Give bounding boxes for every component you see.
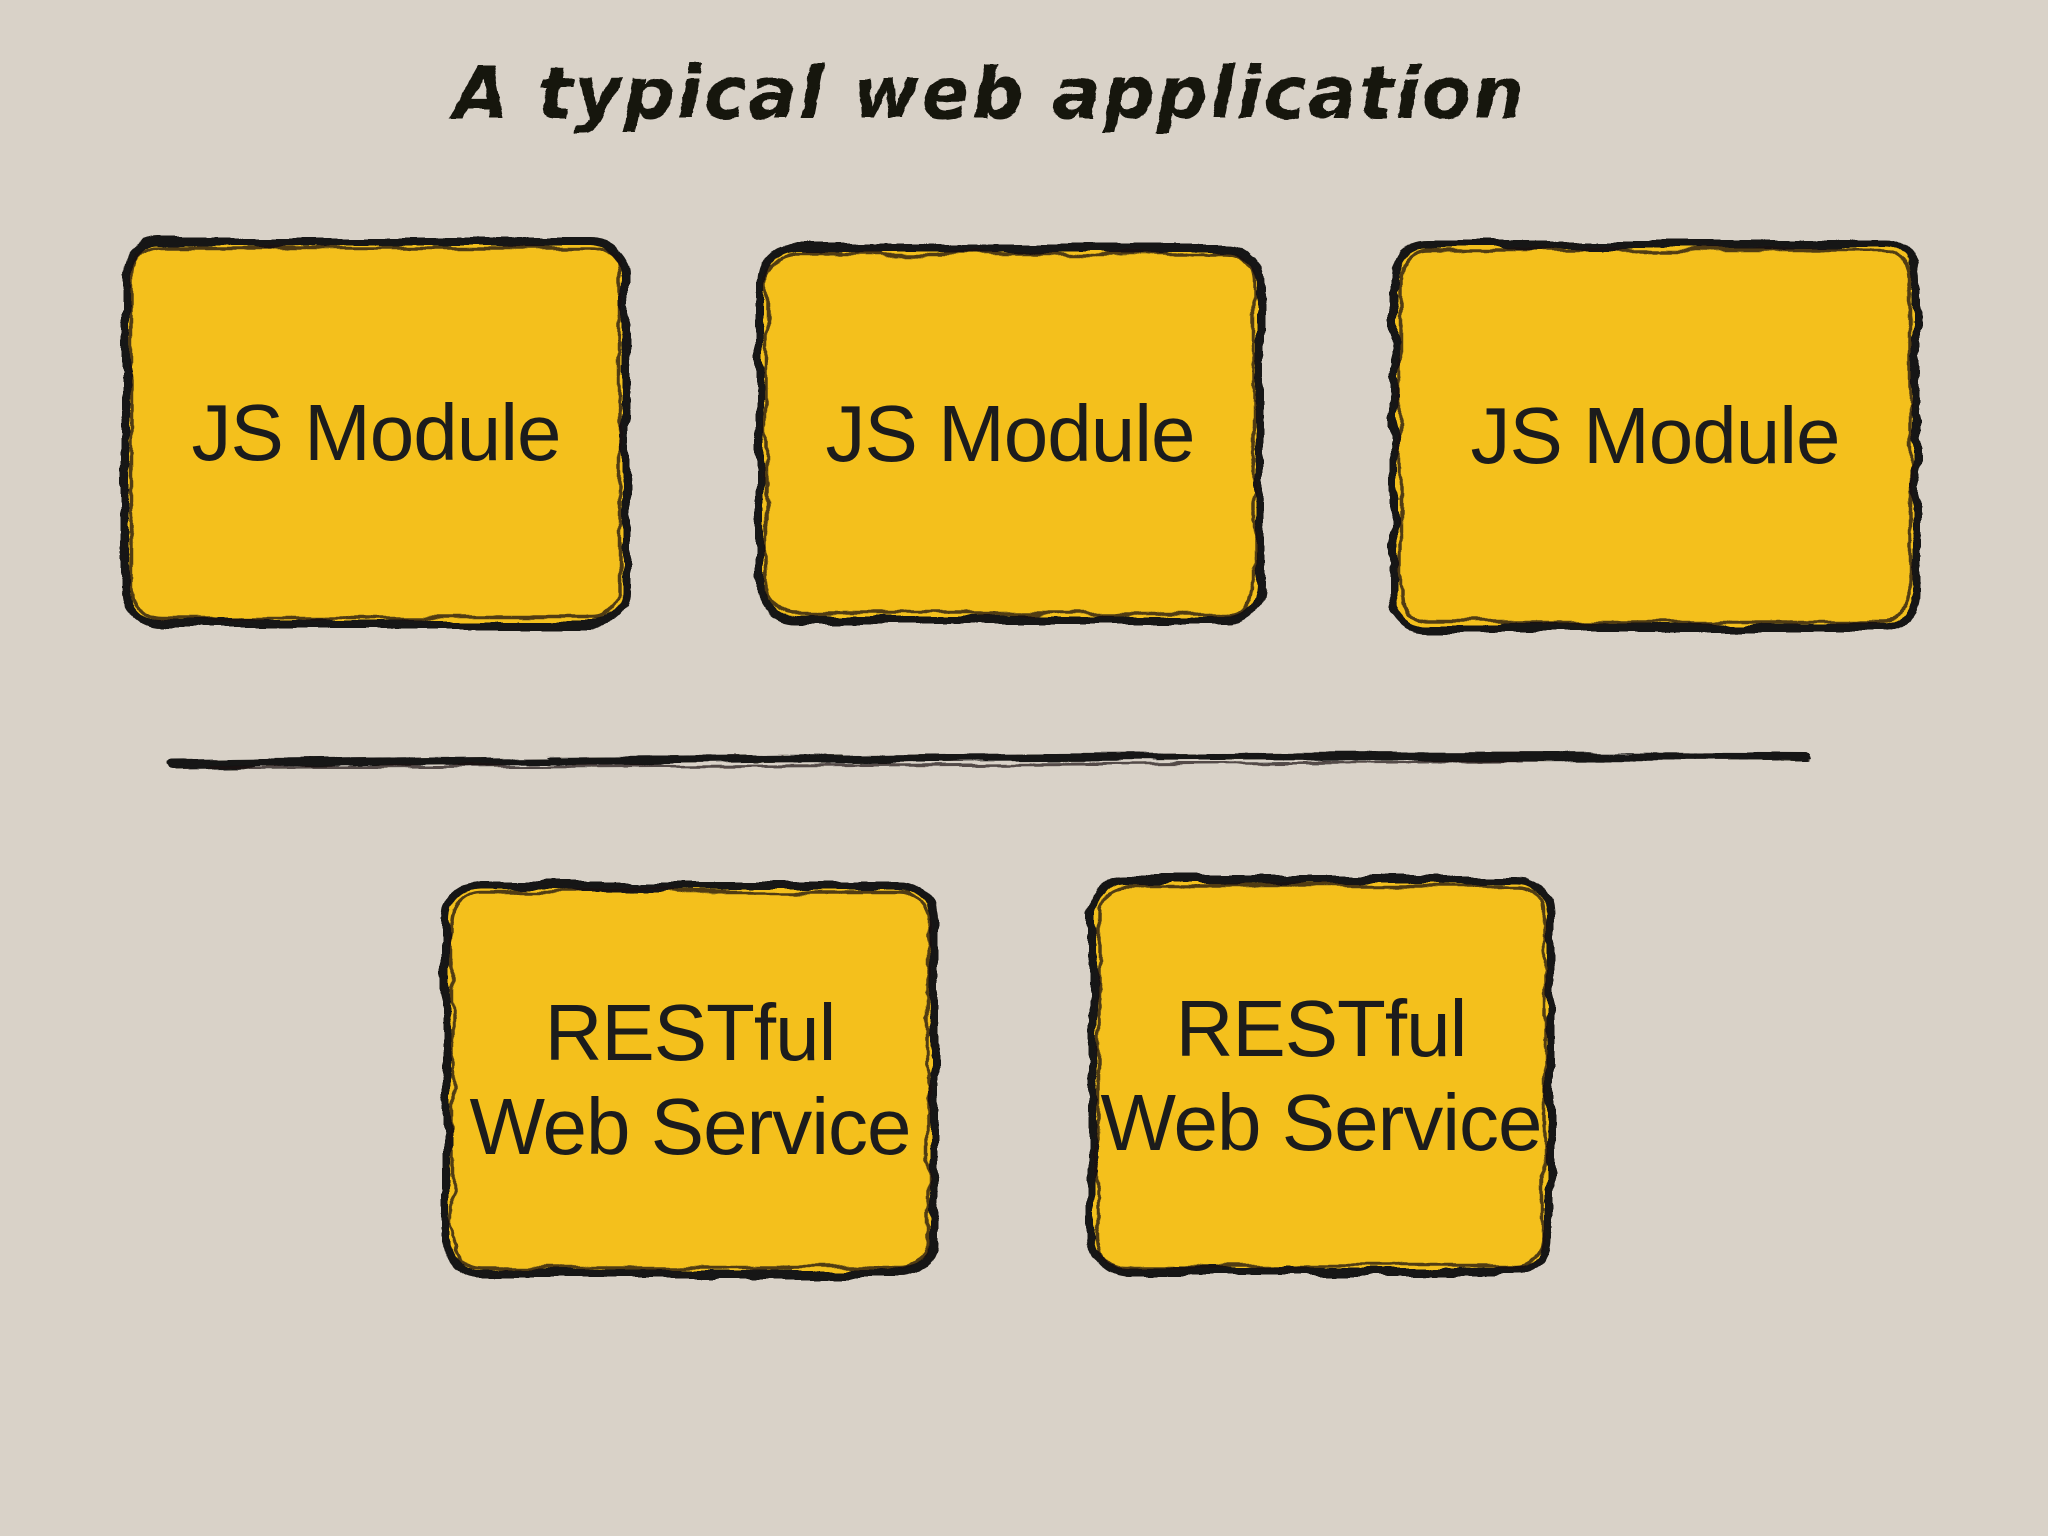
- layer-divider-echo-stroke: [208, 760, 1522, 770]
- js-module-box-2-shape: [756, 244, 1264, 624]
- js-module-box-1-echo-stroke: [130, 246, 622, 620]
- js-module-box-3-shape: [1390, 240, 1920, 632]
- js-module-box-2-echo-stroke: [764, 252, 1256, 616]
- restful-web-service-box-1-echo-stroke: [450, 890, 930, 1270]
- restful-web-service-box-2: [1088, 876, 1554, 1276]
- layer-divider-line: [168, 752, 1810, 770]
- diagram-title: A typical web application: [448, 51, 1526, 135]
- restful-web-service-box-1: [442, 882, 938, 1278]
- js-module-box-3: [1390, 240, 1920, 632]
- js-module-box-1-shape: [122, 238, 630, 628]
- js-module-box-2: [756, 244, 1264, 624]
- js-module-box-3-echo-stroke: [1398, 248, 1912, 624]
- restful-web-service-box-1-shape: [442, 882, 938, 1278]
- restful-web-service-box-2-echo-stroke: [1096, 884, 1546, 1268]
- js-module-box-1: [122, 238, 630, 628]
- restful-web-service-box-2-shape: [1088, 876, 1554, 1276]
- layer-divider-main-stroke: [168, 752, 1810, 768]
